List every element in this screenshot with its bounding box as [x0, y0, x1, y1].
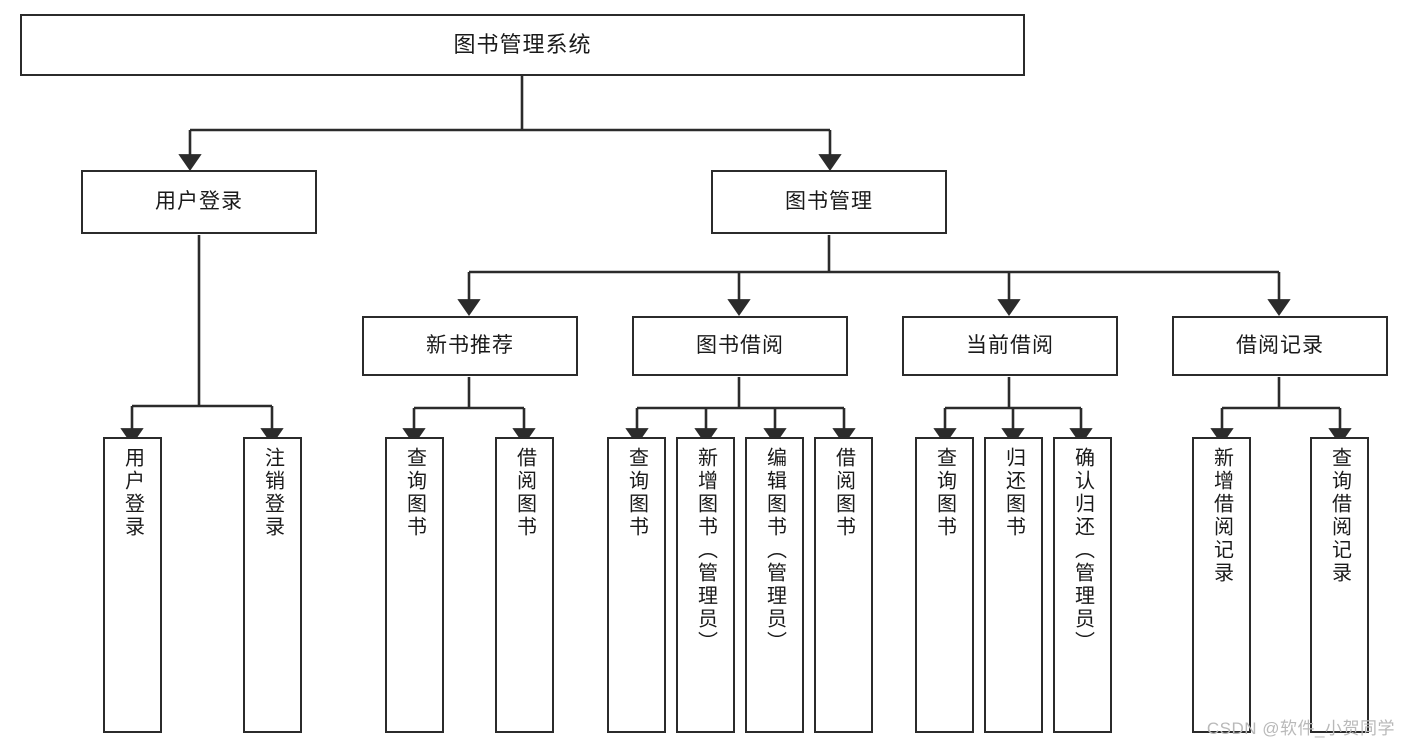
leaf-add-book-label: 新增图书（管理员） [694, 447, 717, 654]
node-book-borrow[interactable]: 图书借阅 [632, 316, 848, 376]
leaf-query-book-2-label: 查询图书 [625, 447, 648, 539]
leaf-query-book-3[interactable]: 查询图书 [915, 437, 974, 733]
node-new-book-recommend[interactable]: 新书推荐 [362, 316, 578, 376]
leaf-confirm-return-label: 确认归还（管理员） [1071, 447, 1094, 654]
node-borrow-record[interactable]: 借阅记录 [1172, 316, 1388, 376]
leaf-confirm-return[interactable]: 确认归还（管理员） [1053, 437, 1112, 733]
node-current-borrow-label: 当前借阅 [966, 333, 1054, 357]
leaf-add-book[interactable]: 新增图书（管理员） [676, 437, 735, 733]
leaf-borrow-book-2-label: 借阅图书 [832, 447, 855, 539]
node-user-login[interactable]: 用户登录 [81, 170, 317, 234]
leaf-user-login[interactable]: 用户登录 [103, 437, 162, 733]
node-book-management-label: 图书管理 [785, 189, 873, 213]
node-new-book-recommend-label: 新书推荐 [426, 333, 514, 357]
node-root-label: 图书管理系统 [453, 32, 592, 58]
node-book-borrow-label: 图书借阅 [696, 333, 784, 357]
leaf-logout[interactable]: 注销登录 [243, 437, 302, 733]
leaf-query-book-1[interactable]: 查询图书 [385, 437, 444, 733]
leaf-add-borrow-record-label: 新增借阅记录 [1210, 447, 1233, 585]
leaf-return-book-label: 归还图书 [1002, 447, 1025, 539]
node-borrow-record-label: 借阅记录 [1236, 333, 1324, 357]
leaf-edit-book-label: 编辑图书（管理员） [763, 447, 786, 654]
leaf-query-book-2[interactable]: 查询图书 [607, 437, 666, 733]
node-user-login-label: 用户登录 [155, 189, 243, 213]
leaf-borrow-book-1-label: 借阅图书 [513, 447, 536, 539]
leaf-query-borrow-record-label: 查询借阅记录 [1328, 447, 1351, 585]
watermark: CSDN @软件_小贺同学 [1206, 719, 1395, 738]
leaf-borrow-book-2[interactable]: 借阅图书 [814, 437, 873, 733]
leaf-user-login-label: 用户登录 [121, 447, 144, 539]
leaf-query-borrow-record[interactable]: 查询借阅记录 [1310, 437, 1369, 733]
leaf-add-borrow-record[interactable]: 新增借阅记录 [1192, 437, 1251, 733]
node-book-management[interactable]: 图书管理 [711, 170, 947, 234]
leaf-borrow-book-1[interactable]: 借阅图书 [495, 437, 554, 733]
leaf-logout-label: 注销登录 [261, 447, 284, 539]
node-current-borrow[interactable]: 当前借阅 [902, 316, 1118, 376]
leaf-query-book-1-label: 查询图书 [403, 447, 426, 539]
leaf-edit-book[interactable]: 编辑图书（管理员） [745, 437, 804, 733]
leaf-query-book-3-label: 查询图书 [933, 447, 956, 539]
node-root[interactable]: 图书管理系统 [20, 14, 1025, 76]
leaf-return-book[interactable]: 归还图书 [984, 437, 1043, 733]
